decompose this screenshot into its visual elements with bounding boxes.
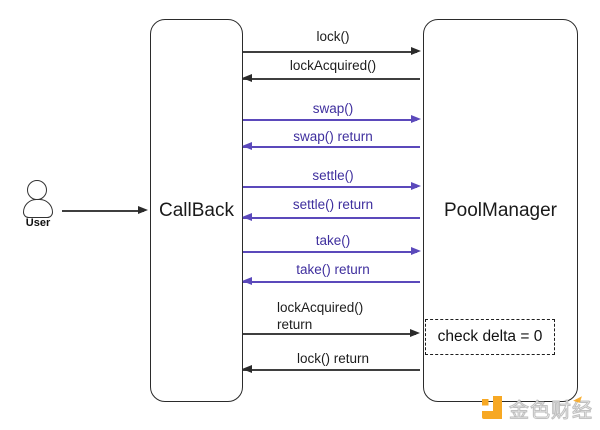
callback-label: CallBack bbox=[159, 199, 234, 221]
arrowhead-icon bbox=[411, 115, 421, 124]
arrow-line bbox=[243, 217, 420, 219]
message-label-lockacquired: lockAcquired() bbox=[289, 58, 377, 73]
arrowhead-icon bbox=[410, 329, 420, 338]
user-label: User bbox=[25, 217, 51, 229]
arrowhead-icon bbox=[242, 365, 252, 374]
arrowhead-icon bbox=[411, 47, 421, 56]
arrowhead-icon bbox=[411, 182, 421, 191]
arrow-line bbox=[243, 146, 420, 148]
poolmanager-label: PoolManager bbox=[443, 199, 558, 221]
jinse-logo-icon bbox=[482, 395, 502, 419]
check-delta-note: check delta = 0 bbox=[425, 319, 555, 355]
arrowhead-icon bbox=[242, 74, 252, 83]
callback-box: CallBack bbox=[150, 19, 243, 402]
arrow-line bbox=[243, 78, 420, 80]
arrowhead-icon bbox=[242, 142, 252, 151]
message-label-lock-return: lock() return bbox=[296, 351, 370, 366]
arrow-line bbox=[243, 333, 416, 335]
arrowhead-icon bbox=[411, 247, 421, 256]
arrow-line bbox=[243, 281, 420, 283]
check-delta-label: check delta = 0 bbox=[437, 328, 543, 345]
watermark: 金色财经 bbox=[481, 394, 593, 423]
message-label-settle: settle() bbox=[312, 168, 354, 183]
message-label-swap-return: swap() return bbox=[293, 129, 373, 144]
message-label-swap: swap() bbox=[312, 101, 354, 116]
arrow-line bbox=[243, 186, 417, 188]
arrowhead-icon bbox=[242, 213, 252, 222]
watermark-text: 金色财经 bbox=[509, 400, 593, 423]
message-label-take-return: take() return bbox=[296, 262, 370, 277]
arrow-line bbox=[243, 251, 417, 253]
arrowhead-icon bbox=[242, 277, 252, 286]
user-icon-body bbox=[23, 199, 53, 218]
arrow-line bbox=[243, 369, 420, 371]
message-label-take: take() bbox=[315, 233, 351, 248]
arrowhead-icon bbox=[138, 206, 148, 215]
arrow-line bbox=[62, 210, 144, 212]
user-icon bbox=[27, 180, 47, 200]
arrow-line bbox=[243, 51, 417, 53]
message-label-lockacquired-return: lockAcquired() return bbox=[277, 300, 364, 332]
message-label-settle-return: settle() return bbox=[292, 197, 374, 212]
arrow-line bbox=[243, 119, 417, 121]
message-label-lock: lock() bbox=[316, 29, 350, 44]
